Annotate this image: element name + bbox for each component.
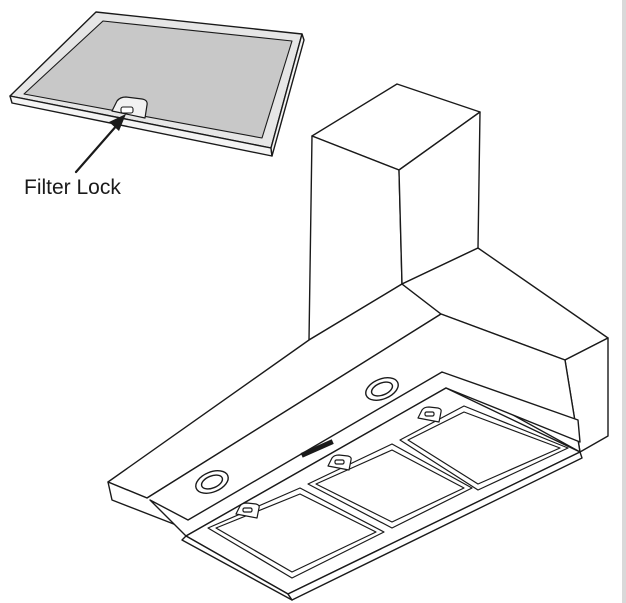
range-hood — [107, 83, 609, 601]
filter-panel-3-inner — [407, 411, 561, 485]
filter-handle-3-slot — [424, 411, 435, 417]
page-edge-divider — [622, 0, 626, 603]
filter-handle-1-slot — [242, 507, 253, 513]
filter-handle-2-slot — [334, 459, 345, 465]
chimney — [308, 83, 481, 341]
filter-mesh — [23, 20, 293, 139]
light-right-inner — [370, 381, 394, 397]
filter-frame-right-edge — [270, 33, 305, 157]
filter-lock-slot — [120, 106, 134, 114]
grease-filter — [9, 11, 305, 174]
callout-arrow-line — [74, 122, 120, 174]
filter-lock-label: Filter Lock — [24, 176, 121, 199]
control-button — [300, 439, 334, 458]
filter-panel-2-inner — [315, 449, 465, 523]
filter-handles — [235, 406, 442, 519]
hood-underside-right-lip — [287, 451, 583, 601]
callout-arrowhead — [109, 114, 126, 131]
light-left-inner — [200, 474, 224, 490]
